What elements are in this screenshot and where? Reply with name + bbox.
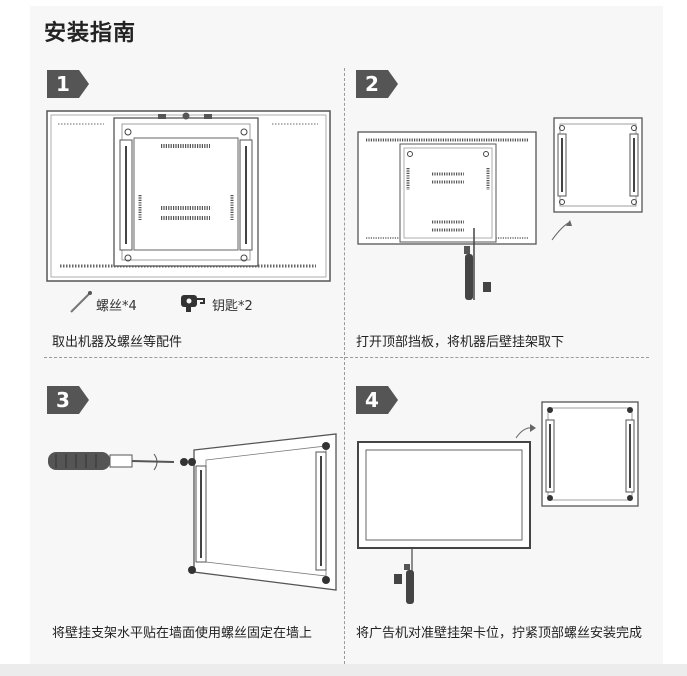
step-3-caption: 将壁挂支架水平贴在墙面使用螺丝固定在墙上 (52, 626, 313, 641)
step-1-display-back-illustration (46, 110, 331, 282)
page-bottom-strip (0, 664, 687, 676)
step-2-badge: 2 (356, 70, 398, 98)
step-4-number: 4 (365, 388, 379, 412)
horizontal-divider (44, 357, 649, 358)
screw-icon (70, 291, 92, 313)
step-2-remove-bracket-illustration (357, 117, 643, 300)
step-4-mount-display-illustration (357, 401, 639, 604)
step-1-caption: 取出机器及螺丝等配件 (52, 335, 183, 350)
step-3-number: 3 (56, 388, 70, 412)
step-2-number: 2 (365, 72, 379, 96)
step-1-number: 1 (56, 72, 70, 96)
key-count-label: 钥匙*2 (212, 299, 253, 314)
step-1-badge: 1 (47, 70, 89, 98)
page-margin-right (663, 0, 687, 676)
page-title: 安装指南 (44, 21, 137, 46)
step-4-caption: 将广告机对准壁挂架卡位，拧紧顶部螺丝安装完成 (356, 626, 643, 641)
step-3-badge: 3 (47, 386, 89, 414)
step-3-wall-mount-illustration (48, 433, 337, 591)
step-2-caption: 打开顶部挡板，将机器后壁挂架取下 (356, 335, 565, 350)
vertical-divider (344, 68, 345, 664)
step-4-badge: 4 (356, 386, 398, 414)
screw-count-label: 螺丝*4 (96, 299, 137, 314)
key-icon (181, 295, 205, 312)
